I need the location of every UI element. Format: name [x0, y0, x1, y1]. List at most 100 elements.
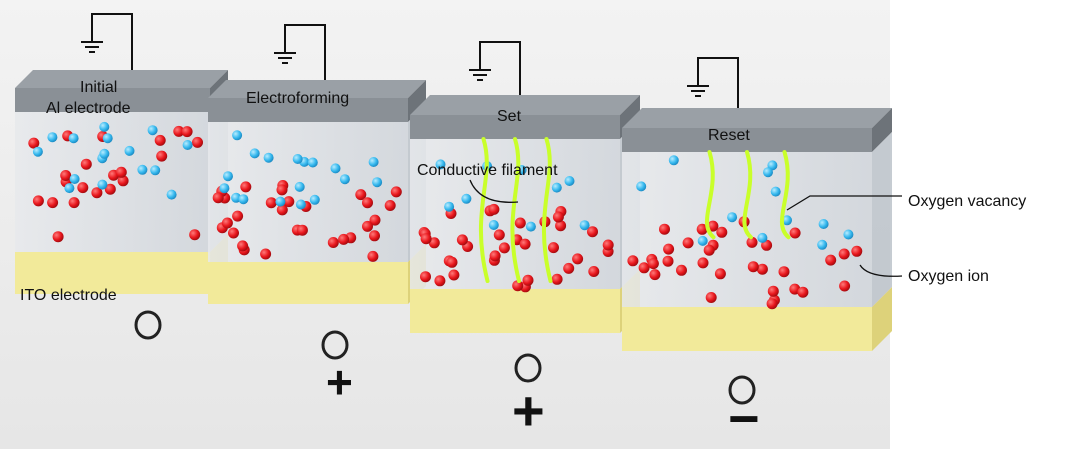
electrode-top-face — [15, 70, 228, 88]
electrode-top-face — [622, 108, 892, 128]
oxygen-vacancy — [818, 219, 829, 229]
oxygen-vacancy — [757, 232, 768, 243]
oxygen-ion — [512, 280, 524, 292]
oxygen-vacancy — [47, 132, 58, 143]
oxygen-ion — [434, 275, 446, 287]
oxygen-ion — [703, 244, 715, 256]
oxygen-vacancy — [339, 174, 350, 185]
oxygen-vacancy-leader — [786, 195, 902, 211]
oxygen-vacancy — [330, 163, 341, 174]
oxygen-vacancy — [97, 179, 108, 190]
cell-3-ground-icon — [469, 41, 521, 123]
oxygen-ion — [80, 158, 92, 170]
oxygen-vacancy-label: Oxygen vacancy — [908, 193, 1026, 210]
oxygen-ion — [362, 197, 373, 209]
oxygen-ion — [647, 258, 659, 270]
labels: Initial Al electrode ITO electrode Elect… — [20, 79, 1026, 449]
electrode-side-face — [408, 80, 426, 122]
cell-2 — [208, 80, 426, 360]
oxygen-ion — [839, 280, 851, 292]
cells-layer — [15, 13, 892, 405]
conductive-filament-leader — [469, 179, 519, 203]
oxygen-vacancy — [307, 157, 318, 168]
oxygen-vacancy — [461, 193, 472, 204]
oxygen-ion — [767, 285, 779, 297]
oxygen-ion — [697, 257, 709, 269]
oxygen-vacancy — [147, 125, 158, 136]
oxygen-ion — [519, 238, 531, 250]
ito-electrode-label: ITO electrode — [20, 287, 117, 304]
oxygen-ion — [714, 268, 726, 280]
oxygen-vacancy — [817, 239, 828, 250]
oxygen-vacancy — [275, 196, 286, 207]
oxygen-ion — [296, 224, 308, 236]
oxygen-vacancy — [64, 183, 75, 194]
cell-2-bias-terminal — [321, 330, 349, 360]
ito-layer — [208, 262, 408, 304]
oxygen-ion — [551, 273, 563, 285]
electrode-top-face — [410, 95, 640, 115]
electrode-side-face — [872, 108, 892, 152]
oxygen-ion — [448, 269, 460, 281]
ground-wire — [697, 57, 739, 136]
oxygen-vacancy — [294, 181, 305, 192]
oxygen-vacancy — [668, 155, 679, 166]
oxygen-ion — [221, 217, 233, 229]
oxygen-vacancy — [263, 152, 274, 163]
oxygen-ion — [627, 255, 639, 267]
oxide-side-face — [872, 132, 892, 307]
oxygen-vacancy — [368, 157, 379, 167]
oxygen-vacancy — [579, 220, 590, 231]
oxygen-ion — [638, 262, 650, 274]
oxygen-ion — [428, 237, 440, 249]
oxygen-ion — [362, 220, 373, 232]
oxygen-ion — [369, 214, 381, 226]
oxygen-ion — [115, 166, 127, 178]
ito-layer — [15, 252, 210, 294]
oxygen-ion — [173, 125, 185, 137]
conductive-filament-label: Conductive filament — [417, 162, 558, 179]
oxygen-vacancy — [295, 199, 306, 210]
conductive-filament — [742, 150, 753, 240]
oxygen-ion — [181, 126, 193, 138]
oxygen-ion — [778, 266, 790, 278]
oxygen-vacancy — [372, 177, 383, 188]
oxygen-ion — [746, 236, 758, 248]
oxygen-ion — [60, 170, 72, 181]
oxygen-ion — [276, 184, 288, 196]
oxygen-vacancy — [238, 194, 249, 205]
oxygen-ion — [156, 150, 168, 162]
cell-3-title: Set — [497, 108, 522, 125]
oxygen-vacancy — [551, 182, 562, 193]
cell-4-title: Reset — [708, 127, 750, 144]
oxygen-vacancy — [782, 215, 792, 226]
oxygen-ion — [77, 182, 89, 194]
oxygen-ion — [446, 256, 458, 268]
oxygen-vacancy — [182, 140, 193, 150]
oxygen-ion-leader — [859, 264, 903, 277]
oxygen-ion — [851, 245, 863, 257]
ito-layer — [410, 289, 620, 333]
oxygen-vacancy — [99, 148, 110, 159]
cell-1-bias-terminal — [134, 310, 162, 340]
oxygen-ion — [47, 197, 59, 209]
ground-wire — [284, 24, 326, 108]
oxygen-ion — [420, 233, 432, 245]
oxide-layer — [208, 122, 408, 262]
oxygen-vacancy — [166, 189, 177, 200]
electrode-front-face — [410, 115, 620, 139]
cell-1-title-line2: Al electrode — [46, 100, 131, 117]
oxygen-ion — [522, 274, 534, 286]
oxygen-ion — [420, 271, 431, 283]
oxygen-vacancy — [843, 229, 854, 240]
oxygen-vacancy — [488, 220, 499, 230]
oxygen-ion — [838, 248, 850, 260]
cell-3-bias-sign: + — [512, 379, 545, 442]
oxygen-vacancy — [99, 121, 110, 132]
oxygen-ion — [488, 203, 500, 215]
oxygen-ion — [676, 264, 687, 276]
oxygen-ion — [384, 200, 396, 211]
conductive-filament — [704, 150, 716, 240]
oxygen-ion — [390, 186, 402, 198]
